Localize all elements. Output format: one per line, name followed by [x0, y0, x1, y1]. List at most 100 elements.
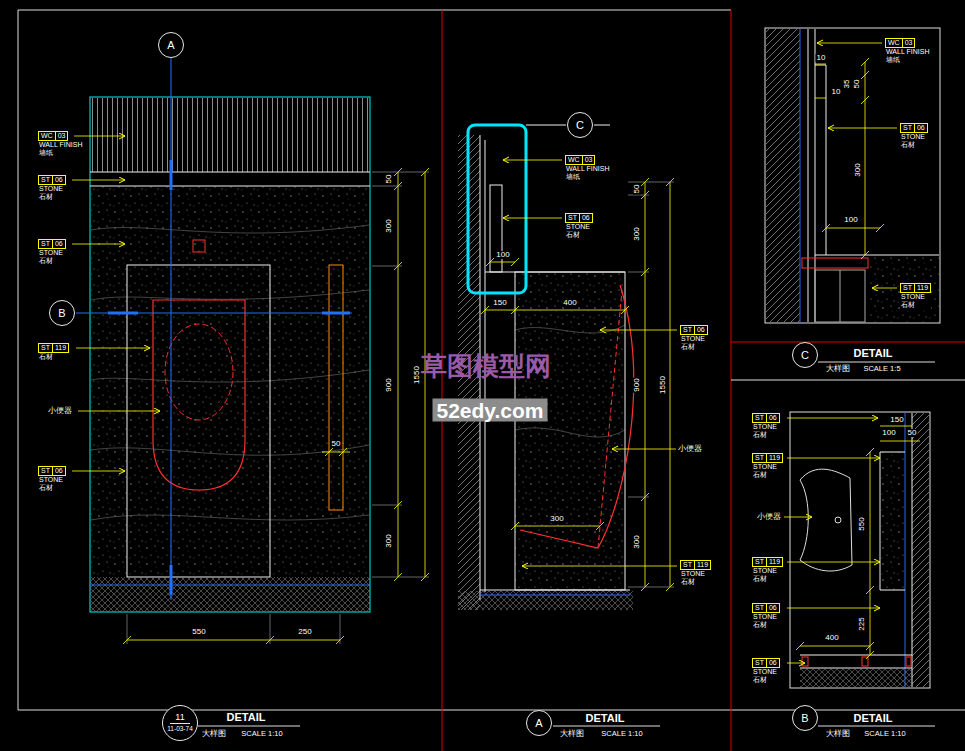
material-tag: ST06STONE石材 — [752, 658, 780, 684]
material-number: 119 — [767, 453, 783, 463]
dimension-text: 550 — [191, 628, 206, 636]
material-number: 03 — [903, 38, 916, 48]
section-marker: B — [49, 300, 75, 326]
material-name: STONE — [752, 463, 783, 471]
material-name: 石材 — [38, 353, 69, 361]
tag-code-row: WC03 — [885, 38, 929, 48]
material-code: ST — [680, 560, 695, 570]
material-name: 石材 — [752, 471, 783, 479]
dimension-text: 100 — [843, 216, 858, 224]
material-code: WC — [565, 155, 583, 165]
section-marker: A — [526, 710, 552, 736]
tag-code-row: ST06 — [38, 239, 66, 249]
material-name: STONE — [38, 476, 66, 484]
dimension-text: 50 — [331, 440, 342, 448]
material-name: STONE — [38, 249, 66, 257]
material-tag: ST119STONE石材 — [680, 560, 711, 586]
material-tag: ST119STONE石材 — [900, 283, 931, 309]
material-name: STONE — [900, 133, 928, 141]
dimension-text: 300 — [633, 226, 641, 241]
section-marker: B — [792, 705, 818, 731]
tag-code-row: ST119 — [38, 343, 69, 353]
material-name: STONE — [752, 423, 780, 431]
material-tag: ST06STONE石材 — [680, 325, 708, 351]
dimension-text: 900 — [633, 377, 641, 392]
elevation-drawing — [72, 58, 429, 644]
material-tag: ST06STONE石材 — [38, 175, 66, 201]
material-name: 石材 — [752, 575, 783, 583]
tag-code-row: ST06 — [38, 466, 66, 476]
material-name: STONE — [680, 335, 708, 343]
tag-code-row: ST06 — [752, 658, 780, 668]
scale-note: 大样图 — [825, 365, 851, 373]
material-name: 石材 — [38, 193, 66, 201]
material-name: 石材 — [38, 257, 66, 265]
material-name: STONE — [680, 570, 711, 578]
dimension-text: 300 — [385, 533, 393, 548]
marker-letter: A — [535, 718, 542, 729]
material-code: ST — [38, 175, 53, 185]
detail-number: 11 — [170, 713, 189, 724]
dimension-text: 250 — [297, 628, 312, 636]
material-tag: ST06STONE石材 — [752, 413, 780, 439]
material-tag: WC03WALL FINISH墙纸 — [38, 131, 82, 157]
material-tag: WC03WALL FINISH墙纸 — [565, 155, 609, 181]
material-code: ST — [38, 239, 53, 249]
tag-code-row: ST119 — [680, 560, 711, 570]
dimension-text: 35 — [843, 79, 851, 90]
material-name: 墙纸 — [565, 173, 609, 181]
material-number: 06 — [695, 325, 708, 335]
tag-code-row: WC03 — [565, 155, 609, 165]
material-name: 石材 — [565, 231, 593, 239]
dimension-text: 400 — [562, 299, 577, 307]
scale-note: SCALE 1:10 — [863, 730, 906, 738]
material-number: 03 — [583, 155, 596, 165]
part-name: 小便器 — [677, 445, 703, 453]
material-number: 06 — [915, 123, 928, 133]
material-number: 06 — [580, 213, 593, 223]
material-name: STONE — [565, 223, 593, 231]
material-number: 119 — [53, 343, 69, 353]
detail-heading: DETAIL — [853, 713, 894, 724]
detail-c-drawing — [765, 28, 940, 323]
dimension-text: 300 — [549, 515, 564, 523]
detail-heading: DETAIL — [853, 348, 894, 359]
material-number: 06 — [53, 466, 66, 476]
section-marker: C — [567, 112, 593, 138]
material-name: 墙纸 — [885, 56, 929, 64]
material-name: 石材 — [680, 343, 708, 351]
material-name: STONE — [752, 567, 783, 575]
material-name: STONE — [900, 293, 931, 301]
dimension-text: 10 — [831, 88, 842, 96]
material-tag: WC03WALL FINISH墙纸 — [885, 38, 929, 64]
material-name: 石材 — [900, 301, 931, 309]
watermark: 草图模型网 — [420, 353, 552, 379]
tag-code-row: ST119 — [752, 557, 783, 567]
part-name: 小便器 — [47, 407, 73, 415]
dimension-text: 50 — [633, 184, 641, 195]
material-number: 06 — [767, 603, 780, 613]
dimension-text: 1550 — [659, 375, 667, 395]
material-number: 06 — [767, 658, 780, 668]
material-tag: ST06STONE石材 — [752, 603, 780, 629]
material-number: 06 — [767, 413, 780, 423]
material-code: ST — [38, 466, 53, 476]
material-tag: ST06STONE石材 — [565, 213, 593, 239]
marker-letter: A — [167, 40, 174, 51]
tag-code-row: WC03 — [38, 131, 82, 141]
detail-b-drawing — [784, 412, 930, 688]
material-tag: ST119STONE石材 — [752, 453, 783, 479]
scale-note: SCALE 1:5 — [862, 365, 901, 373]
material-name: STONE — [38, 185, 66, 193]
section-marker: A — [158, 32, 184, 58]
material-code: WC — [885, 38, 903, 48]
material-number: 119 — [915, 283, 931, 293]
material-code: ST — [900, 123, 915, 133]
dimension-text: 900 — [385, 377, 393, 392]
tag-code-row: ST119 — [900, 283, 931, 293]
detail-heading: DETAIL — [585, 713, 626, 724]
material-name: STONE — [752, 668, 780, 676]
material-code: ST — [38, 343, 53, 353]
dimension-text: 300 — [854, 162, 862, 177]
